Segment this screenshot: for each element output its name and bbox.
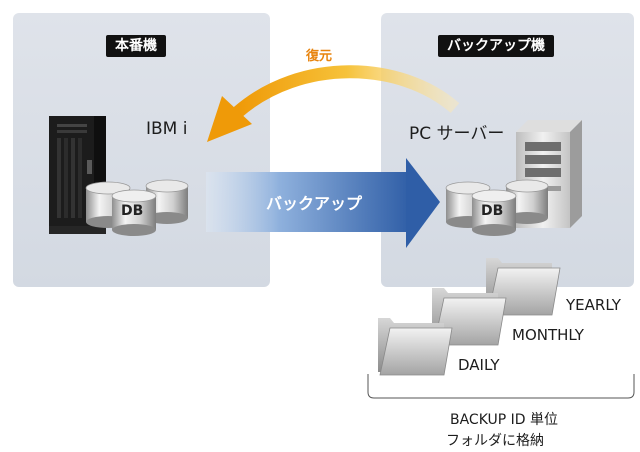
database-icon-left — [85, 179, 189, 236]
backup-machine-tag: バックアップ機 — [438, 35, 554, 57]
folder-label-daily: DAILY — [458, 356, 500, 374]
caption-line-1: BACKUP ID 単位 — [450, 412, 559, 428]
production-machine-tag: 本番機 — [106, 35, 166, 57]
backup-system-label: PC サーバー — [409, 124, 505, 144]
database-icon-right — [445, 179, 549, 236]
database-label-left: DB — [121, 203, 144, 219]
production-system-label: IBM i — [146, 119, 188, 139]
folder-icon-yearly — [486, 258, 561, 316]
folder-icon-monthly — [378, 318, 453, 376]
database-label-right: DB — [481, 203, 504, 219]
folder-label-monthly: MONTHLY — [512, 326, 584, 344]
folders-bracket — [367, 374, 635, 399]
backup-label: バックアップ — [266, 194, 363, 213]
restore-arrow — [207, 65, 460, 142]
folder-label-yearly: YEARLY — [566, 296, 621, 314]
restore-label: 復元 — [306, 49, 333, 64]
backup-panel — [381, 13, 634, 287]
caption-line-2: フォルダに格納 — [446, 433, 544, 449]
backup-arrow — [206, 158, 440, 248]
